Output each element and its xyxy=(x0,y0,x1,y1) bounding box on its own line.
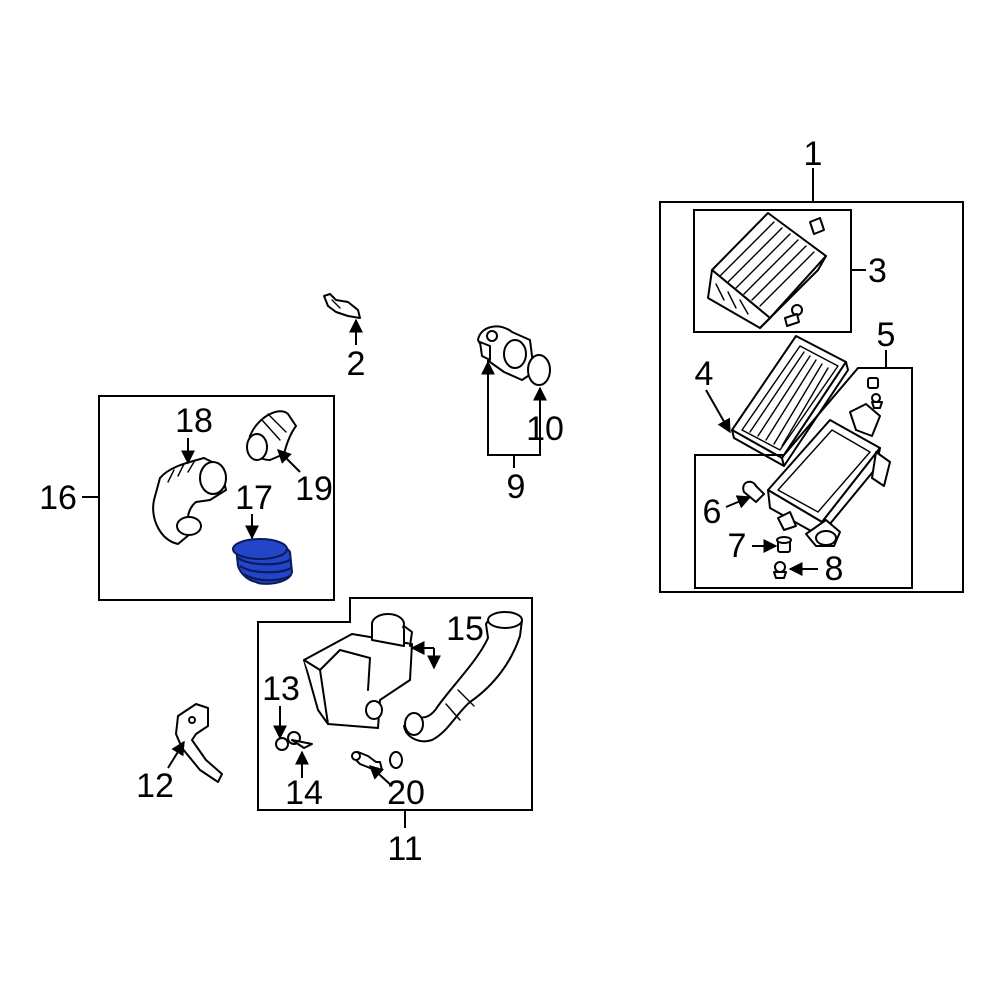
hose-part-19 xyxy=(246,410,297,461)
callout-12: 12 xyxy=(136,767,174,805)
group-1-frame xyxy=(659,201,964,593)
bellows-part-17-highlighted xyxy=(232,538,294,585)
grommet-upper-right xyxy=(867,377,883,409)
clip-part-6 xyxy=(742,480,765,503)
assembly-group-11: 11 15 13 14 xyxy=(257,597,533,868)
throttle-adapter-part-9 xyxy=(477,325,535,381)
air-cleaner-cover-part xyxy=(707,212,827,329)
assembly-group-16: 16 18 19 17 xyxy=(39,395,335,601)
callout-9: 9 xyxy=(507,468,526,506)
group-11-frame xyxy=(257,597,533,811)
leader-4 xyxy=(705,389,731,434)
leader-20 xyxy=(368,765,393,787)
bolt-part-20 xyxy=(351,751,403,771)
callout-1: 1 xyxy=(804,135,823,173)
callout-8: 8 xyxy=(825,550,844,588)
grommet-part-7 xyxy=(776,536,792,553)
callout-20: 20 xyxy=(387,774,425,812)
callout-13: 13 xyxy=(262,670,300,708)
callout-16: 16 xyxy=(39,479,77,517)
filter-element-part xyxy=(731,335,849,467)
callout-3: 3 xyxy=(868,252,887,290)
leader-6 xyxy=(725,495,752,509)
callout-19: 19 xyxy=(295,470,333,508)
intake-tube-part-15 xyxy=(403,611,523,743)
callout-10: 10 xyxy=(526,410,564,448)
gasket-part-10 xyxy=(527,354,551,386)
callout-4: 4 xyxy=(695,355,714,393)
clamp-part-13 xyxy=(275,731,301,751)
callout-17: 17 xyxy=(235,479,273,517)
leader-19 xyxy=(277,449,301,473)
bracket-part-2 xyxy=(323,293,361,319)
air-cleaner-lower-case-part xyxy=(767,403,891,547)
resonator-box-part xyxy=(303,613,413,729)
callout-18: 18 xyxy=(175,402,213,440)
clip-part-14 xyxy=(291,739,313,749)
intake-duct-part-18 xyxy=(152,457,227,545)
assembly-group-1: 1 3 4 5 xyxy=(659,135,964,593)
callout-14: 14 xyxy=(285,774,323,812)
callout-7: 7 xyxy=(728,527,747,565)
callout-15: 15 xyxy=(446,610,484,648)
bolt-part-8 xyxy=(773,561,787,579)
callout-5: 5 xyxy=(877,316,896,354)
callout-11: 11 xyxy=(387,830,422,868)
callout-2: 2 xyxy=(347,345,366,383)
group-5-frame xyxy=(694,367,913,589)
callout-6: 6 xyxy=(703,493,722,531)
leader-12 xyxy=(167,740,185,769)
